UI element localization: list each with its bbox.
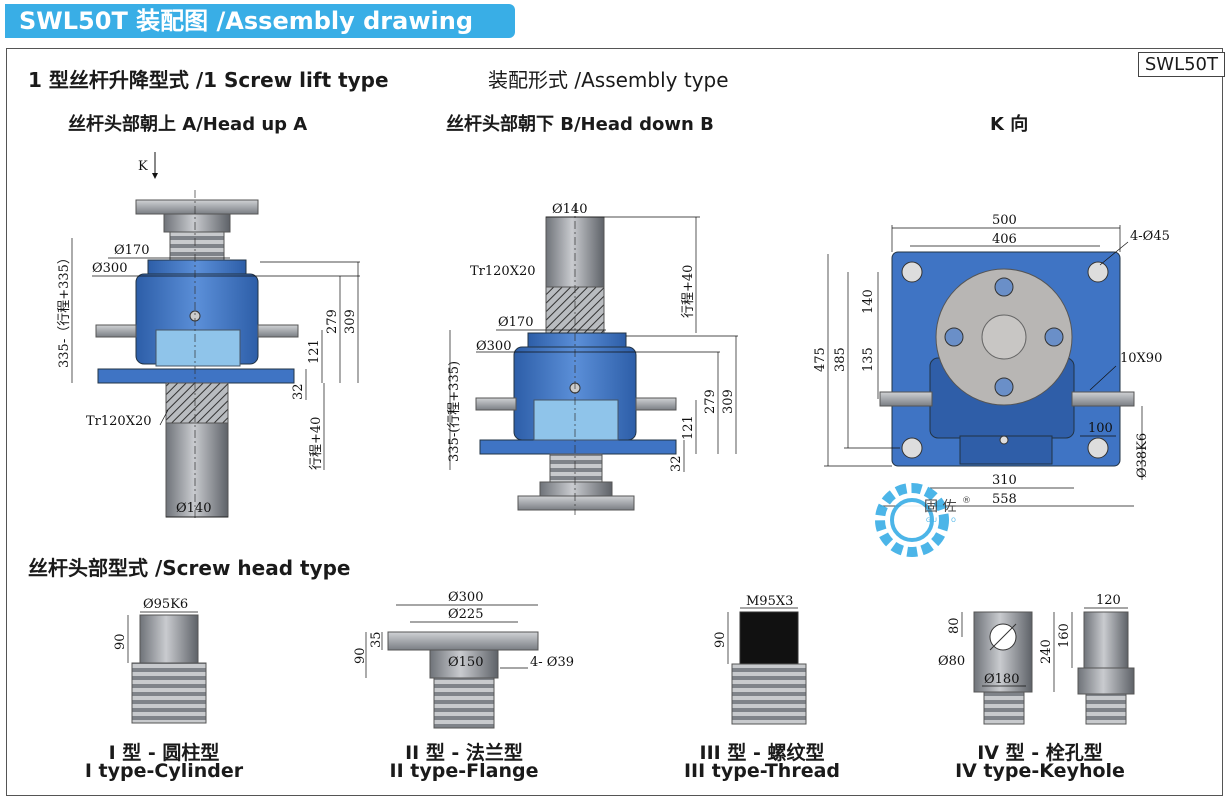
dim-k-135: 135	[861, 347, 876, 372]
head-flange: Ø300 Ø225 Ø150 4- Ø39 35 90	[353, 590, 574, 729]
dim-k-key: 10X90	[1120, 351, 1162, 366]
head3-dim1: 90	[713, 631, 728, 648]
logo-sub: G U Z U O	[926, 517, 956, 524]
view-k-title: K 向	[990, 114, 1029, 135]
logo-text: 固 佐	[924, 499, 956, 515]
head4-dim1: Ø80	[938, 654, 965, 669]
dim-b-stroke: 335-(行程+335)	[447, 361, 462, 462]
head2-caption-en: II type-Flange	[389, 760, 539, 782]
head-keyhole: 80 Ø80 Ø180 240 160 120	[938, 593, 1135, 725]
head4-caption-en: IV type-Keyhole	[955, 760, 1125, 782]
dim-k-406: 406	[992, 232, 1017, 247]
dim-b-d300: Ø300	[476, 339, 511, 354]
head3-caption-en: III type-Thread	[683, 760, 841, 782]
head2-caption-cn: II 型 - 法兰型	[405, 742, 523, 764]
drawing-k-view: 500 406 4-Ø45 475 385 140 135 10X90 100 …	[813, 213, 1170, 507]
head3-caption-cn: III 型 - 螺纹型	[699, 742, 825, 764]
head2-dim1: Ø225	[448, 607, 483, 622]
section1-subtitle: 装配形式 /Assembly type	[488, 68, 729, 92]
model-code-tag: SWL50T	[1137, 52, 1225, 77]
k-marker: K	[138, 159, 148, 174]
head4-dim5: 120	[1096, 593, 1121, 608]
dim-k-310: 310	[992, 473, 1017, 488]
dim-a-stroke: 335-（行程+335）	[57, 251, 72, 368]
head-cylinder: Ø95K6 90	[113, 597, 207, 724]
logo-reg: ®	[962, 496, 971, 506]
dim-a-309: 309	[343, 309, 358, 334]
head4-dim3: 240	[1039, 639, 1054, 664]
head3-dim0: M95X3	[746, 594, 793, 609]
view-a-title: 丝杆头部朝上 A/Head up A	[68, 114, 308, 135]
dim-b-stroke40: 行程+40	[681, 265, 696, 318]
dim-a-d170: Ø170	[114, 243, 149, 258]
dim-b-d170: Ø170	[498, 315, 533, 330]
dim-k-500: 500	[992, 213, 1017, 228]
dim-b-279: 279	[703, 389, 718, 414]
dim-k-385: 385	[833, 347, 848, 372]
head-thread: M95X3 90	[713, 594, 807, 725]
head4-dim4: 160	[1057, 623, 1072, 648]
head2-dim5: 90	[353, 647, 368, 664]
dim-k-100: 100	[1088, 421, 1113, 436]
dim-a-stroke40: 行程+40	[309, 417, 324, 470]
dim-a-d300: Ø300	[92, 261, 127, 276]
dim-a-d140: Ø140	[176, 501, 211, 516]
section2-title: 丝杆头部型式 /Screw head type	[28, 556, 351, 580]
head2-dim0: Ø300	[448, 590, 483, 605]
head2-dim3: 4- Ø39	[530, 655, 574, 670]
dim-k-558: 558	[992, 492, 1017, 507]
dim-k-475: 475	[813, 347, 828, 372]
drawing-head-down: Ø140 Tr120X20 行程+40 Ø170 Ø300 335-(行程+33…	[447, 202, 738, 515]
head1-dim0: Ø95K6	[143, 597, 188, 612]
dim-b-32: 32	[669, 455, 684, 472]
section1-title: 1 型丝杆升降型式 /1 Screw lift type	[28, 68, 389, 92]
head1-caption-cn: I 型 - 圆柱型	[108, 742, 220, 764]
head1-dim1: 90	[113, 633, 128, 650]
brand-logo: 固 佐 ® G U Z U O	[875, 483, 971, 557]
head2-dim2: Ø150	[448, 655, 483, 670]
dim-a-121: 121	[307, 339, 322, 364]
head2-dim4: 35	[369, 631, 384, 648]
drawing-head-up: Ø170 Ø300 335-（行程+335） 279 309 121 32 行程…	[57, 152, 360, 520]
dim-b-thread: Tr120X20	[470, 264, 536, 279]
dim-a-32: 32	[291, 383, 306, 400]
dim-b-121: 121	[681, 415, 696, 440]
drawing-frame	[6, 48, 1223, 796]
head4-dim2: Ø180	[984, 672, 1019, 687]
head1-caption-en: I type-Cylinder	[84, 760, 244, 782]
dim-k-140: 140	[861, 289, 876, 314]
dim-a-279: 279	[325, 309, 340, 334]
head4-dim0: 80	[947, 617, 962, 634]
dim-k-holes: 4-Ø45	[1130, 229, 1170, 244]
dim-b-309: 309	[721, 389, 736, 414]
dim-a-thread: Tr120X20	[86, 414, 152, 429]
dim-k-shaft: Ø38K6	[1135, 433, 1150, 478]
section-header: SWL50T 装配图 /Assembly drawing	[5, 4, 515, 38]
dim-b-d140: Ø140	[552, 202, 587, 217]
view-b-title: 丝杆头部朝下 B/Head down B	[446, 114, 714, 135]
head4-caption-cn: IV 型 - 栓孔型	[977, 742, 1103, 764]
